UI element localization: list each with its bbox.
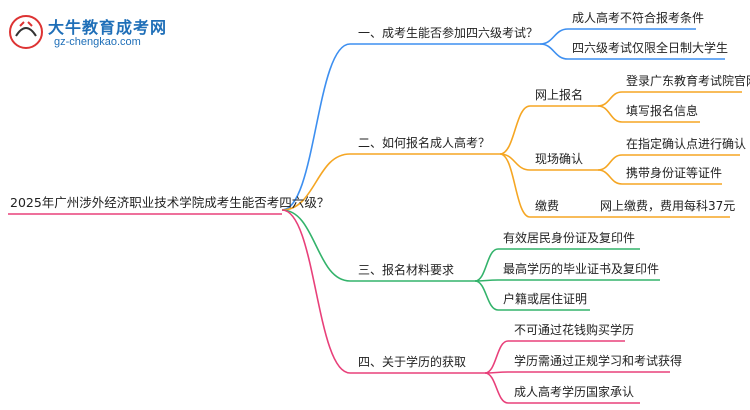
branch-1-connector [281,43,351,211]
branch-2-sub-1: 网上报名 [535,88,584,102]
branch-3-label: 三、报名材料要求 [358,263,455,277]
logo-mark-icon [9,15,43,49]
branch-2-sub-2-item-1: 在指定确认点进行确认 [626,137,747,151]
branch-4-item-3-connector [484,372,509,404]
branch-1-item-2-connector [539,43,569,60]
branch-4-item-1: 不可通过花钱购买学历 [514,323,635,337]
branch-2-sub-1-item-2: 填写报名信息 [626,104,699,118]
branch-2-sub-2-item-2: 携带身份证等证件 [626,166,723,180]
branch-2-sub-3: 缴费 [535,199,560,213]
branch-3-connector [281,209,351,282]
branch-2-sub-2: 现场确认 [535,152,584,166]
branch-2-sub-1-item-1: 登录广东教育考试院官网 [626,74,750,88]
branch-2-sub-1-item-2-connector [597,105,623,123]
branch-4-item-1-connector [484,340,509,374]
mindmap-root: 2025年广州涉外经济职业技术学院成考生能否考四六级？ [10,195,330,210]
branch-3-item-3-connector [474,280,499,311]
branch-2-sub-3-connector [499,153,531,218]
branch-2-label: 二、如何报名成人高考？ [358,136,491,150]
branch-1-item-2: 四六级考试仅限全日制大学生 [572,41,729,55]
branch-2-sub-2-item-2-connector [597,169,623,185]
branch-2-sub-2-item-1-connector [597,154,623,171]
branch-4-item-2: 学历需通过正规学习和考试获得 [514,354,683,368]
branch-1-item-1-connector [539,28,569,45]
branch-1-label: 一、成考生能否参加四六级考试？ [358,26,539,40]
branch-4-item-3: 成人高考学历国家承认 [514,385,635,399]
logo-title: 大牛教育成考网 [48,18,168,37]
branch-2-sub-1-connector [499,105,531,155]
branch-3-item-1: 有效居民身份证及复印件 [503,231,636,245]
branch-3-item-3: 户籍或居住证明 [503,292,588,306]
branch-4-connector [281,209,351,374]
logo-url: gz-chengkao.com [54,36,141,48]
branch-2-sub-1-item-1-connector [597,91,623,107]
branch-1-item-1: 成人高考不符合报考条件 [572,11,705,25]
branch-2-connector [281,153,351,211]
branch-4-label: 四、关于学历的获取 [358,355,467,369]
branch-3-item-1-connector [474,248,499,282]
branch-2-sub-3-item-1: 网上缴费，费用每科37元 [600,199,736,213]
branch-3-item-2: 最高学历的毕业证书及复印件 [503,262,660,276]
site-logo: 大牛教育成考网 gz-chengkao.com [8,10,178,54]
